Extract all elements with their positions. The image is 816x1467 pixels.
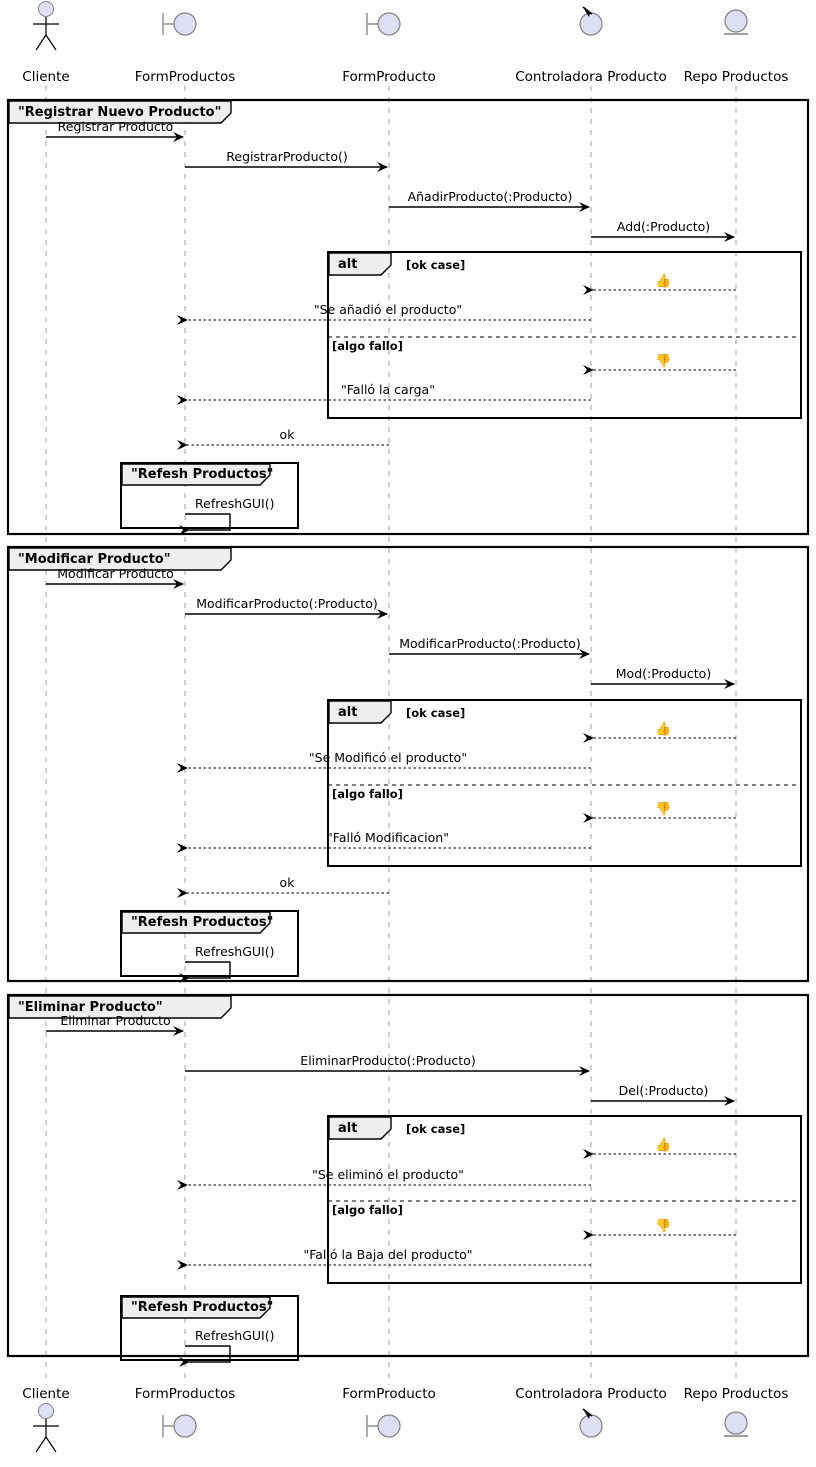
message-label: "Falló la carga" [341,382,435,397]
message-label: AñadirProducto(:Producto) [408,189,573,204]
alt-guard-ok-eliminar: [ok case] [406,1122,465,1136]
frame-modificar [6,545,810,983]
alt-guard-ok-modificar: [ok case] [406,706,465,720]
refresh-fragment-modificar [120,910,299,977]
alt-guard-fail-eliminar: [algo fallo] [332,1203,403,1217]
refresh-modificar-title: "Refesh Productos" [131,915,273,930]
refresh-registrar-header-tab [121,463,271,486]
boundary-icon [366,1414,401,1438]
message-label: "Falló Modificacion" [327,830,449,845]
frame-registrar [6,98,810,536]
alt-eliminar-title: alt [338,1121,357,1136]
message-label: "Se eliminó el producto" [312,1167,464,1182]
self-message-label: RefreshGUI() [195,944,274,959]
frame-eliminar-title: "Eliminar Producto" [18,1000,163,1015]
alt-modificar-header-tab [328,700,392,724]
alt-fragment-registrar [327,251,802,419]
control-icon [579,6,603,36]
message-label: "Se añadió el producto" [314,302,462,317]
thumbs-down-icon: 👎 [655,353,671,369]
message-label: Registrar Producto [58,119,174,134]
message-label: ModificarProducto(:Producto) [196,596,378,611]
alt-guard-fail-modificar: [algo fallo] [332,787,403,801]
boundary-icon [162,12,197,36]
frame-registrar-header-tab [8,100,232,124]
alt-registrar-title: alt [338,257,357,272]
frame-eliminar-header-tab [8,995,232,1019]
refresh-fragment-eliminar [120,1295,299,1361]
thumbs-down-icon: 👎 [655,1218,671,1234]
alt-fragment-eliminar [327,1115,802,1284]
self-message-label: RefreshGUI() [195,496,274,511]
message-label: RegistrarProducto() [226,149,347,164]
entity-icon [724,1411,748,1437]
frame-eliminar [6,993,810,1358]
participant-label-formproducto: FormProducto [342,69,436,85]
message-label: Add(:Producto) [617,219,710,234]
participant-label-formproductos: FormProductos [135,69,236,85]
boundary-icon [366,12,401,36]
frame-registrar-title: "Registrar Nuevo Producto" [18,105,221,120]
alt-registrar-header-tab [328,252,392,276]
entity-icon [724,9,748,35]
message-label: ok [280,427,296,442]
frame-modificar-title: "Modificar Producto" [18,552,171,567]
control-icon [579,1408,603,1438]
participant-label-foot-controladora: Controladora Producto [515,1386,667,1402]
thumbs-up-icon: 👍 [655,273,671,289]
alt-guard-fail-registrar: [algo fallo] [332,339,403,353]
self-message-arrow [179,513,231,535]
thumbs-down-icon: 👎 [655,801,671,817]
thumbs-up-icon: 👍 [655,721,671,737]
self-message-label: RefreshGUI() [195,1328,274,1343]
message-label: EliminarProducto(:Producto) [300,1053,475,1068]
message-label: Eliminar Producto [60,1013,170,1028]
message-label: Modificar Producto [57,566,173,581]
alt-modificar-title: alt [338,705,357,720]
participant-label-cliente: Cliente [22,69,69,85]
participant-label-foot-repo: Repo Productos [684,1386,789,1402]
message-label: Mod(:Producto) [616,666,711,681]
message-label: "Falló la Baja del producto" [303,1247,472,1262]
refresh-eliminar-header-tab [121,1296,271,1319]
message-label: ok [280,875,296,890]
self-message-arrow [179,961,231,983]
message-label: "Se Modificó el producto" [309,750,467,765]
actor-stick-figure-icon [33,1403,59,1453]
participant-label-foot-formproductos: FormProductos [135,1386,236,1402]
refresh-eliminar-title: "Refesh Productos" [131,1300,273,1315]
frame-modificar-header-tab [8,547,232,571]
boundary-icon [162,1414,197,1438]
actor-stick-figure-icon [33,1,59,51]
participant-label-foot-formproducto: FormProducto [342,1386,436,1402]
participant-label-foot-cliente: Cliente [22,1386,69,1402]
message-label: ModificarProducto(:Producto) [399,636,581,651]
thumbs-up-icon: 👍 [655,1137,671,1153]
participant-label-controladora: Controladora Producto [515,69,667,85]
refresh-registrar-title: "Refesh Productos" [131,467,273,482]
refresh-modificar-header-tab [121,911,271,934]
alt-fragment-modificar [327,699,802,867]
self-message-arrow [179,1345,231,1367]
refresh-fragment-registrar [120,462,299,529]
message-label: Del(:Producto) [619,1083,709,1098]
participant-label-repo: Repo Productos [684,69,789,85]
alt-guard-ok-registrar: [ok case] [406,258,465,272]
alt-eliminar-header-tab [328,1116,392,1140]
